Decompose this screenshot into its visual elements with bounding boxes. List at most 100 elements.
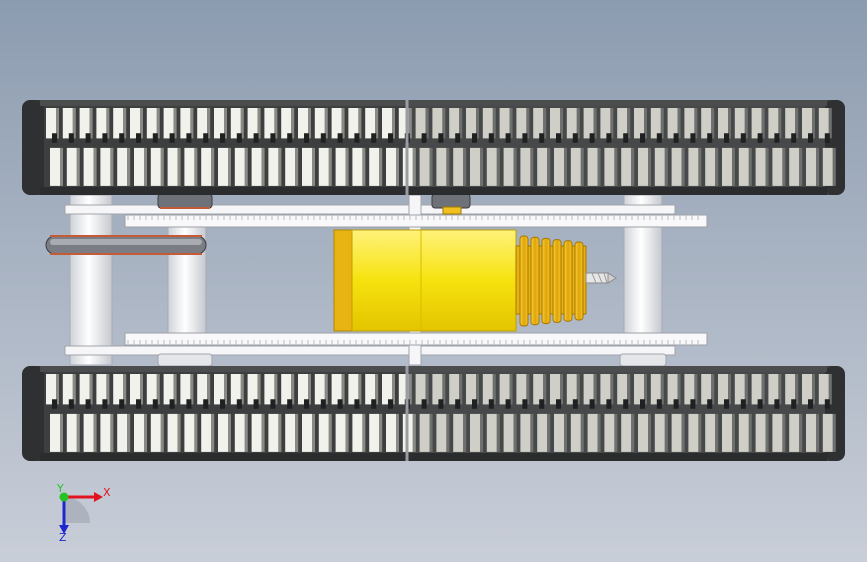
track-shoe-edge [644, 108, 647, 139]
track-shoe [134, 413, 144, 452]
track-shoe [638, 147, 648, 186]
track-bottom-edge [40, 453, 827, 461]
track-shoe [554, 413, 564, 452]
track-shoe-edge [328, 413, 332, 452]
track-shoe [768, 374, 779, 405]
track-shoe [617, 374, 628, 405]
track-shoe [415, 374, 426, 405]
track-shoe [755, 413, 766, 452]
track-shoe [46, 108, 56, 139]
track-shoe-edge [526, 108, 530, 139]
track-shoe [184, 147, 195, 186]
track-shoe-edge [593, 374, 597, 405]
track-shoe [705, 413, 716, 452]
track-shoe [134, 147, 144, 186]
track-shoe [197, 108, 208, 139]
track-shoe [734, 374, 745, 405]
track-guide-tooth [102, 399, 108, 409]
chassis-frame [64, 194, 708, 366]
right-crawler-track[interactable] [22, 366, 845, 461]
track-shoe [432, 374, 443, 405]
y-axis-label: Y [56, 482, 64, 495]
track-hubs [157, 193, 667, 367]
track-shoe-edge [631, 147, 635, 186]
track-guide-tooth [438, 399, 444, 409]
track-shoe [382, 374, 392, 405]
track-shoe-edge [127, 413, 131, 452]
track-shoe-edge [228, 413, 231, 452]
track-shoe-edge [312, 413, 315, 452]
tension-lever[interactable] [45, 235, 207, 255]
track-shoe [684, 108, 695, 139]
track-shoe [117, 413, 128, 452]
track-shoe [822, 413, 833, 452]
track-guide-tooth [740, 399, 746, 409]
track-shoe-edge [442, 108, 446, 139]
track-shoe-edge [816, 147, 819, 186]
track-guide-tooth [556, 133, 561, 143]
track-shoe-edge [832, 147, 836, 186]
gearbox-fin [519, 235, 529, 327]
track-shoe-edge [828, 108, 832, 139]
x-axis-label: X [103, 486, 111, 499]
y-axis-dot [59, 492, 69, 502]
track-shoe-edge [291, 108, 295, 139]
track-shoe-edge [412, 147, 416, 186]
track-shoe [281, 108, 292, 139]
track-guide-tooth [623, 399, 629, 409]
track-shoe [600, 108, 611, 139]
track-shoe-edge [392, 108, 395, 139]
track-guide-tooth [136, 133, 141, 143]
track-shoe-edge [795, 108, 799, 139]
track-shoe-edge [392, 374, 395, 405]
track-shoe [415, 108, 426, 139]
track-shoe [432, 108, 443, 139]
track-shoe-edge [509, 374, 513, 405]
track-guide-tooth [186, 133, 192, 143]
gearbox-coils [515, 235, 587, 327]
track-guide-tooth [68, 399, 74, 409]
track-shoe-edge [123, 374, 127, 405]
track-shoe-edge [211, 147, 215, 186]
track-guide-tooth [119, 399, 125, 409]
track-shoe [79, 374, 90, 405]
track-guide-tooth [320, 133, 326, 143]
track-guide-tooth [354, 133, 360, 143]
track-shoe [100, 147, 111, 186]
track-guide-tooth [539, 399, 545, 409]
track-shoe [617, 108, 628, 139]
frame-top-rail [64, 204, 676, 215]
left-crawler-track[interactable] [22, 100, 845, 195]
track-shoe [550, 108, 560, 139]
track-guide-tooth [438, 133, 444, 143]
track-shoe [806, 147, 816, 186]
track-shoe [130, 108, 140, 139]
track-shoe-edge [463, 147, 467, 186]
track-shoe-edge [509, 108, 513, 139]
track-shoe [314, 108, 325, 139]
track-shoe [66, 147, 77, 186]
track-shoe-edge [711, 374, 715, 405]
track-guide-tooth [253, 399, 259, 409]
track-shoe-edge [308, 374, 311, 405]
track-guide-tooth [169, 133, 175, 143]
gear-rack-top-teeth [127, 215, 699, 220]
track-shoe-edge [312, 147, 315, 186]
track-shoe [634, 374, 644, 405]
track-shoe [348, 108, 359, 139]
track-shoe [449, 374, 460, 405]
z-axis-label: Z [59, 531, 67, 544]
track-shoe [486, 147, 497, 186]
track-guide-tooth [186, 399, 192, 409]
track-shoe-edge [631, 413, 635, 452]
track-shoe-edge [496, 413, 500, 452]
track-shoe [214, 108, 224, 139]
coordinate-triad[interactable]: X Y Z [56, 482, 111, 544]
track-guide-tooth [304, 399, 309, 409]
track-shoe-edge [156, 374, 160, 405]
track-shoe-edge [345, 413, 349, 452]
drive-motor[interactable] [333, 229, 617, 332]
track-shoe-edge [140, 108, 143, 139]
